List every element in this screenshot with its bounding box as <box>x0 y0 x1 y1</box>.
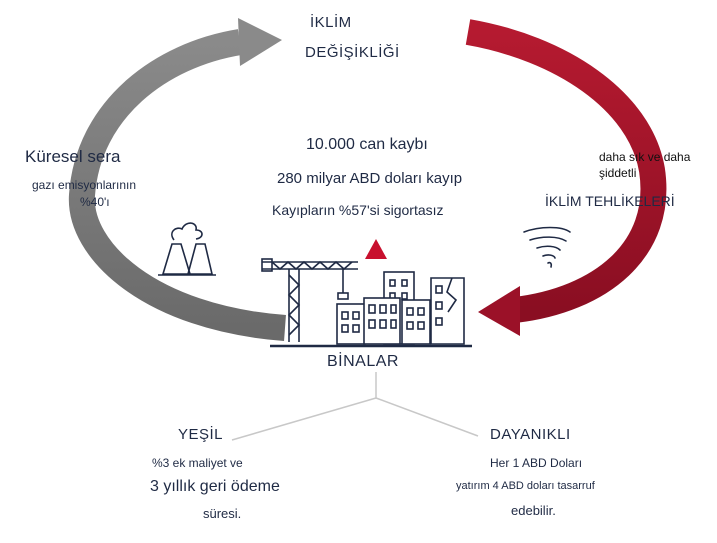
resilient-title: DAYANIKLI <box>490 426 571 443</box>
green-line3: süresi. <box>203 506 242 521</box>
greenhouse-line1: gazı emisyonlarının <box>32 178 137 192</box>
resilient-line3: edebilir. <box>511 503 556 518</box>
greenhouse-line2: %40'ı <box>80 195 110 209</box>
stat-lives-lost: 10.000 can kaybı <box>306 136 428 153</box>
greenhouse-title: Küresel sera <box>25 147 121 166</box>
green-line2: 3 yıllık geri ödeme <box>150 478 280 495</box>
buildings-crane-icon <box>261 258 472 348</box>
resilient-line2: yatırım 4 ABD doları tasarruf <box>456 480 595 492</box>
green-line1: %3 ek maliyet ve <box>152 456 243 470</box>
branch-lines <box>231 372 479 441</box>
gray-cycle-arrow <box>68 18 286 341</box>
resilient-line1: Her 1 ABD Doları <box>490 456 583 470</box>
buildings-label: BİNALAR <box>327 353 399 370</box>
red-cycle-arrow <box>465 19 667 336</box>
climate-change-title-line1: İKLİM <box>310 14 352 31</box>
stat-dollar-loss: 280 milyar ABD doları kayıp <box>277 170 463 187</box>
green-title: YEŞİL <box>178 426 224 443</box>
stat-uninsured: Kayıpların %57'si sigortasız <box>272 202 444 218</box>
hazards-title: İKLİM TEHLİKELERİ <box>545 193 675 209</box>
factory-icon <box>158 222 216 276</box>
hazards-line2: şiddetli <box>599 166 637 180</box>
warning-triangle-icon <box>365 239 387 259</box>
climate-change-title-line2: DEĞİŞİKLİĞİ <box>305 44 400 61</box>
hazards-line1: daha sık ve daha <box>599 150 691 164</box>
tornado-icon <box>523 226 571 268</box>
